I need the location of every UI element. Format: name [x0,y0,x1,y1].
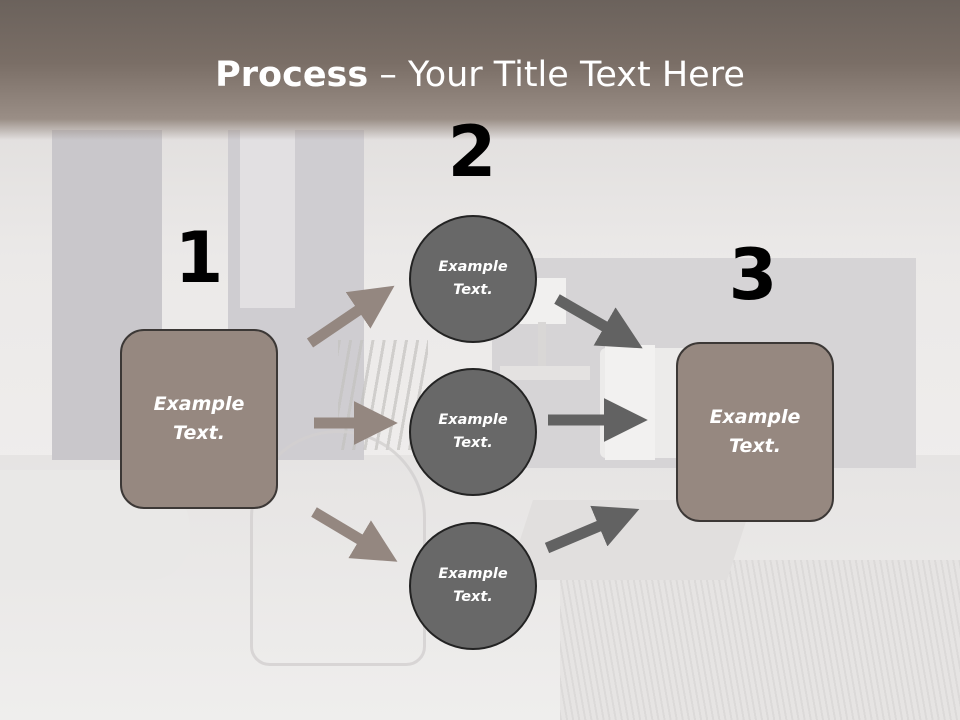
title-rest: – Your Title Text Here [368,55,745,95]
slide-title: Process – Your Title Text Here [0,52,960,98]
arrow-box1-to-circle-top [306,285,395,348]
step-2-circle-middle: Example Text. [409,368,537,496]
step-3-box: Example Text. [676,342,834,522]
step-number-1: 1 [174,217,224,299]
step-1-box: Example Text. [120,329,278,509]
step-number-3: 3 [728,234,778,316]
step-2-circle-bottom: Example Text. [409,522,537,650]
arrow-circle-top-to-box3 [554,294,643,349]
title-band [0,0,960,140]
step-number-2: 2 [447,111,497,193]
title-bold: Process [215,55,369,95]
arrow-circle-bottom-to-box3 [544,505,640,554]
step-2-circle-top: Example Text. [409,215,537,343]
arrow-box1-to-circle-bottom [311,507,398,562]
